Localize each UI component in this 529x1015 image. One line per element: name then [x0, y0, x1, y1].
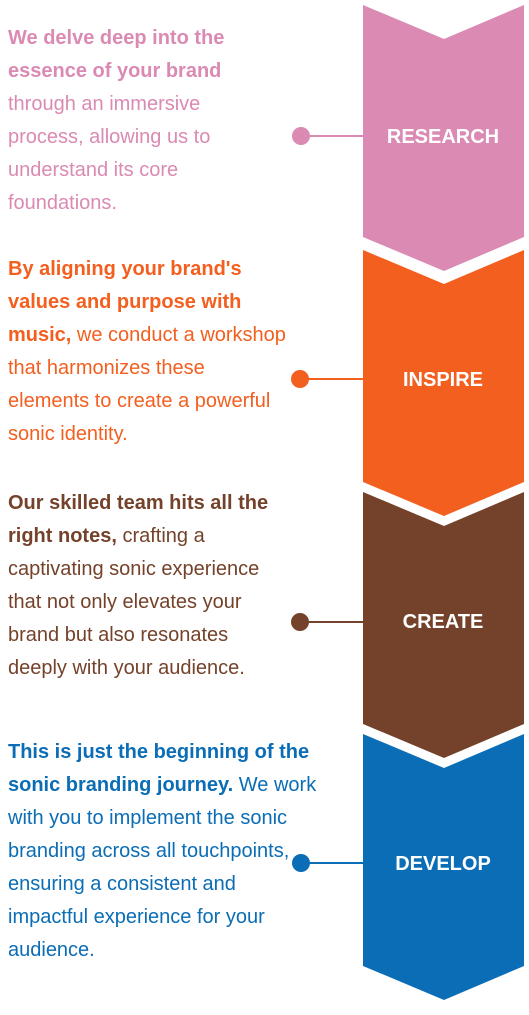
develop-label: DEVELOP [395, 853, 491, 875]
create-description: Our skilled team hits all the right note… [8, 487, 290, 685]
research-dot [292, 127, 310, 145]
create-body-text: crafting a captivating sonic experience … [8, 525, 260, 679]
inspire-body-text: we conduct a workshop that harmonizes th… [8, 324, 286, 445]
inspire-description: By aligning your brand's values and purp… [8, 253, 288, 451]
create-dot [291, 613, 309, 631]
inspire-chevron [363, 250, 524, 516]
create-bold-text: Our skilled team hits all the right note… [8, 492, 269, 547]
research-body-text: through an immersive process, allowing u… [8, 93, 211, 214]
create-label: CREATE [402, 611, 484, 633]
research-bold-text: We delve deep into the essence of your b… [8, 27, 225, 82]
develop-dot [292, 854, 310, 872]
inspire-dot [291, 370, 309, 388]
develop-chevron [363, 734, 524, 1000]
inspire-label: INSPIRE [402, 369, 484, 391]
research-connector-line [301, 135, 363, 137]
develop-bold-text: This is just the beginning of the sonic … [8, 741, 310, 796]
develop-description: This is just the beginning of the sonic … [8, 736, 320, 967]
inspire-connector-line [300, 378, 363, 380]
research-label: RESEARCH [386, 126, 500, 148]
develop-connector-line [301, 862, 363, 864]
research-chevron [363, 5, 524, 271]
research-description: We delve deep into the essence of your b… [8, 22, 263, 220]
create-chevron [363, 492, 524, 758]
inspire-bold-text: By aligning your brand's values and purp… [8, 258, 242, 346]
create-connector-line [300, 621, 363, 623]
develop-body-text: We work with you to implement the sonic … [8, 774, 317, 961]
